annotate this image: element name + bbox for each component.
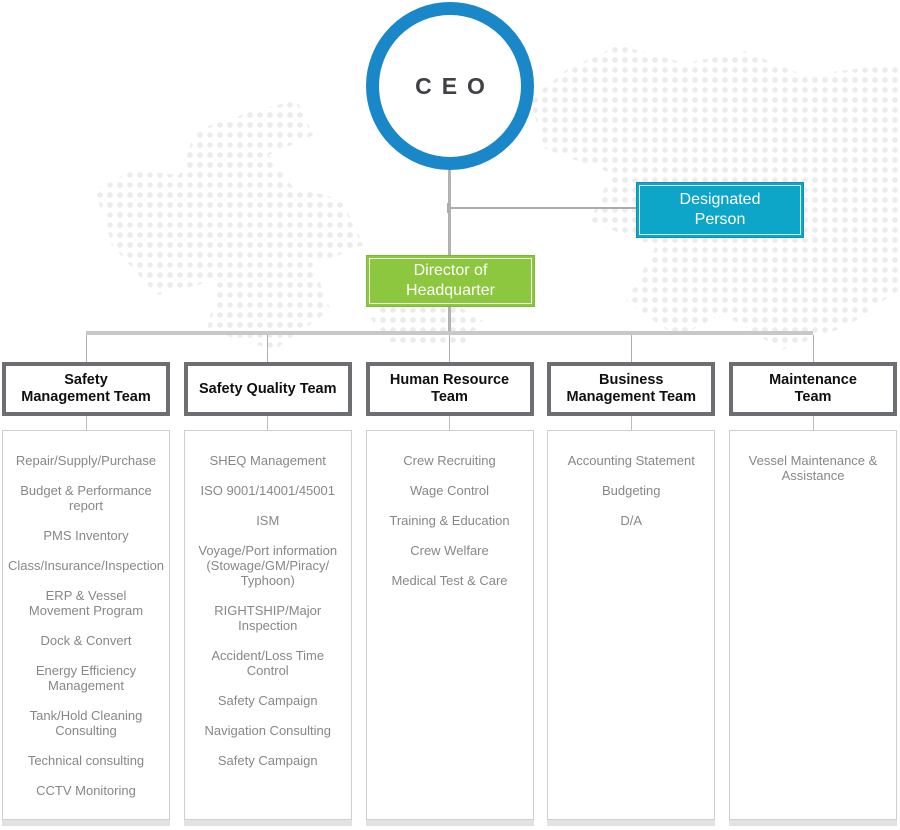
connector-header-to-list bbox=[267, 416, 269, 430]
team-duty-list: Vessel Maintenance & Assistance bbox=[729, 430, 897, 820]
connector-header-to-list bbox=[85, 416, 87, 430]
director-label: Director of Headquarter bbox=[406, 262, 495, 299]
team-header-box: Human Resource Team bbox=[365, 362, 534, 416]
connector-header-to-list bbox=[630, 416, 632, 430]
team-duty-item: Budgeting bbox=[601, 483, 661, 498]
connector-header-to-list bbox=[812, 416, 814, 430]
team-duty-item: Class/Insurance/Inspection bbox=[7, 558, 165, 573]
team-duty-item: ERP & Vessel Movement Program bbox=[28, 588, 144, 618]
team-name: Maintenance Team bbox=[769, 372, 857, 405]
connector-junction-tick bbox=[447, 203, 449, 213]
connector-bar-to-header bbox=[630, 335, 632, 362]
team-duty-item: Technical consulting bbox=[27, 753, 145, 768]
team-duty-item: Wage Control bbox=[410, 483, 489, 498]
team-duty-item: Crew Welfare bbox=[410, 543, 489, 558]
team-duty-item: Vessel Maintenance & Assistance bbox=[748, 453, 878, 483]
teams-row: Safety Management Team Repair/Supply/Pur… bbox=[2, 335, 897, 826]
team-duty-item: Crew Recruiting bbox=[403, 453, 496, 468]
team-duty-item: Navigation Consulting bbox=[204, 723, 331, 738]
connector-header-to-list bbox=[449, 416, 450, 430]
director-headquarter-box: Director of Headquarter bbox=[366, 255, 535, 307]
designated-person-box: Designated Person bbox=[636, 182, 804, 238]
team-name: Business Management Team bbox=[566, 372, 696, 405]
team-name: Safety Management Team bbox=[21, 372, 151, 405]
connector-bar-to-header bbox=[85, 335, 87, 362]
connector-bar-to-header bbox=[267, 335, 269, 362]
team-duty-item: CCTV Monitoring bbox=[36, 783, 136, 798]
team-header-box: Safety Quality Team bbox=[183, 362, 352, 416]
team-duty-item: D/A bbox=[620, 513, 643, 528]
team-duty-item: Training & Education bbox=[389, 513, 510, 528]
team-name: Human Resource Team bbox=[389, 372, 510, 405]
ceo-node: CEO bbox=[366, 2, 534, 170]
list-bottom-shadow bbox=[729, 820, 897, 826]
connector-designated-person bbox=[451, 207, 636, 209]
team-duty-item: Energy Efficiency Management bbox=[35, 663, 137, 693]
team-duty-item: ISO 9001/14001/45001 bbox=[200, 483, 335, 498]
list-bottom-shadow bbox=[183, 820, 352, 826]
team-column: Business Management Team Accounting Stat… bbox=[547, 335, 716, 826]
team-name: Safety Quality Team bbox=[198, 380, 337, 397]
team-header-box: Safety Management Team bbox=[2, 362, 170, 416]
team-duty-item: ISM bbox=[256, 513, 280, 528]
team-duty-item: Accident/Loss Time Control bbox=[211, 648, 325, 678]
team-duty-item: Tank/Hold Cleaning Consulting bbox=[29, 708, 143, 738]
team-duty-item: Budget & Performance report bbox=[20, 483, 152, 513]
list-bottom-shadow bbox=[365, 820, 534, 826]
world-map-dots bbox=[95, 100, 364, 350]
distribution-bar bbox=[86, 331, 813, 335]
team-duty-item: Repair/Supply/Purchase bbox=[15, 453, 157, 468]
team-duty-item: Accounting Statement bbox=[567, 453, 695, 468]
team-column: Safety Management Team Repair/Supply/Pur… bbox=[2, 335, 170, 826]
team-duty-item: RIGHTSHIP/Major Inspection bbox=[214, 603, 322, 633]
team-header-box: Business Management Team bbox=[547, 362, 716, 416]
list-bottom-shadow bbox=[2, 820, 170, 826]
team-duty-item: PMS Inventory bbox=[43, 528, 129, 543]
team-duty-item: Safety Campaign bbox=[217, 693, 318, 708]
team-duty-item: Dock & Convert bbox=[40, 633, 132, 648]
team-duty-item: SHEQ Management bbox=[209, 453, 326, 468]
team-column: Maintenance Team Vessel Maintenance & As… bbox=[729, 335, 897, 826]
team-duty-item: Voyage/Port information (Stowage/GM/Pira… bbox=[198, 543, 338, 588]
designated-person-label: Designated Person bbox=[679, 191, 761, 228]
connector-ceo-director bbox=[448, 166, 451, 258]
team-duty-item: Safety Campaign bbox=[217, 753, 318, 768]
team-header-box: Maintenance Team bbox=[729, 362, 897, 416]
ceo-label: CEO bbox=[415, 72, 495, 99]
list-bottom-shadow bbox=[547, 820, 716, 826]
connector-bar-to-header bbox=[812, 335, 814, 362]
connector-bar-to-header bbox=[449, 335, 450, 362]
connector-director-bar bbox=[448, 307, 451, 334]
team-duty-item: Medical Test & Care bbox=[391, 573, 508, 588]
